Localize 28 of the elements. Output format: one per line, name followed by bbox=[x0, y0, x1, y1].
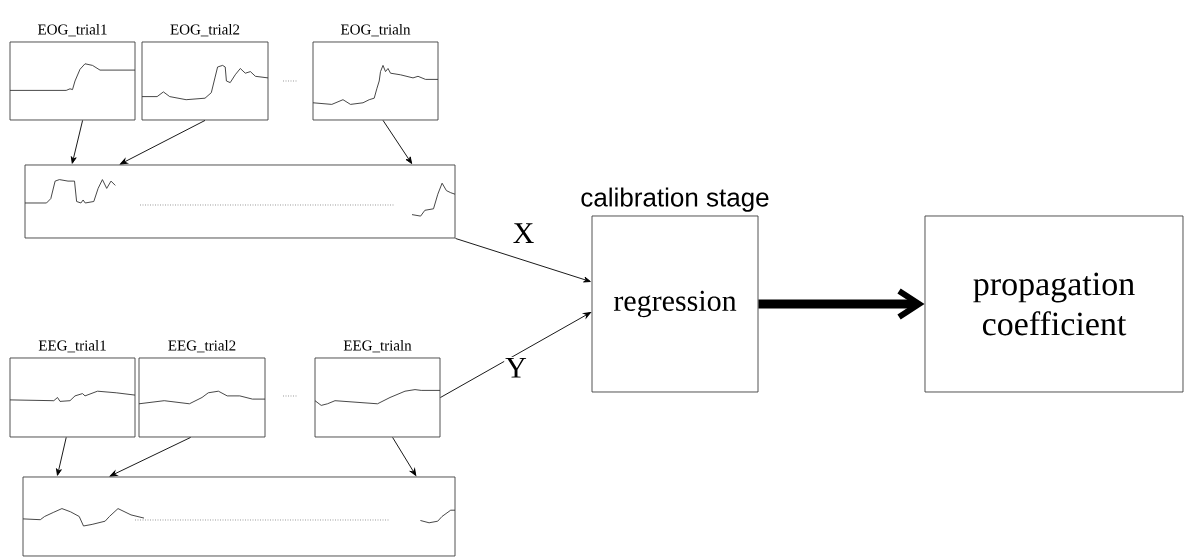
arrow bbox=[56, 437, 67, 476]
arrow bbox=[455, 238, 591, 283]
signal-plot: EOG_trial2 bbox=[141, 24, 269, 121]
edge-label: X bbox=[511, 222, 536, 244]
node-label: EEG_trialn bbox=[343, 340, 412, 353]
concatenated-signal-plot bbox=[24, 164, 456, 239]
signal-plot: EOG_trialn bbox=[312, 24, 439, 121]
node-label: EEG_trial2 bbox=[168, 340, 236, 353]
edge-label: Y bbox=[504, 356, 528, 379]
arrow bbox=[109, 437, 192, 477]
concatenated-signal-plot bbox=[22, 476, 456, 557]
node-label: EOG_trial1 bbox=[37, 24, 107, 37]
arrow bbox=[440, 312, 591, 398]
regression-box: regression bbox=[591, 215, 759, 393]
node-label: EEG_trial1 bbox=[38, 340, 106, 353]
arrow bbox=[70, 120, 84, 164]
arrow bbox=[120, 120, 206, 165]
signal-plot: EEG_trialn bbox=[314, 340, 441, 438]
arrow bbox=[392, 437, 417, 476]
arrow bbox=[758, 288, 925, 320]
signal-plot: EEG_trial1 bbox=[9, 340, 136, 438]
node-label: EOG_trial2 bbox=[170, 24, 240, 37]
signal-plot: EEG_trial2 bbox=[138, 340, 266, 438]
arrow bbox=[382, 120, 413, 164]
result-box: propagation coefficient bbox=[924, 215, 1184, 393]
node-label: EOG_trialn bbox=[340, 24, 411, 37]
signal-plot: EOG_trial1 bbox=[9, 24, 136, 121]
stage-heading: calibration stage bbox=[581, 187, 769, 212]
